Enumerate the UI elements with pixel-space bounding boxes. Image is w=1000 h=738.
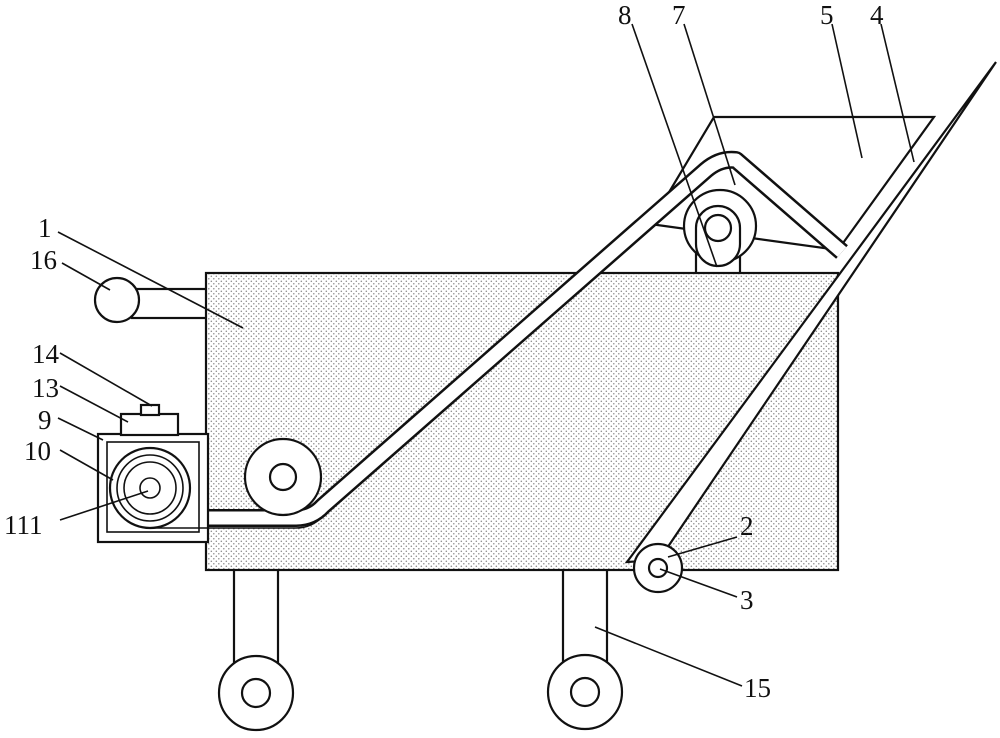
leader-lines [57, 23, 915, 687]
label-14: 14 [32, 339, 60, 369]
motor [119, 403, 180, 437]
label-111: 111 [4, 510, 43, 540]
label-10: 10 [24, 436, 51, 466]
label-16: 16 [30, 245, 57, 275]
label-5: 5 [820, 0, 834, 30]
label-1: 1 [38, 213, 52, 243]
label-9: 9 [38, 405, 52, 435]
label-2: 2 [740, 511, 754, 541]
pivot [632, 542, 684, 594]
label-3: 3 [740, 585, 754, 615]
label-4: 4 [870, 0, 884, 30]
idler-roller [243, 437, 323, 517]
top-roller [682, 188, 758, 268]
drive-pulley [108, 446, 324, 530]
label-8: 8 [618, 0, 632, 30]
part-labels: 1 16 14 13 9 10 111 8 7 5 4 2 3 15 [4, 0, 884, 703]
leg-right [546, 566, 624, 731]
inclined-belt [130, 150, 848, 527]
label-7: 7 [672, 0, 686, 30]
leg-left [217, 566, 295, 732]
label-15: 15 [744, 673, 771, 703]
handle [93, 276, 210, 324]
label-13: 13 [32, 373, 59, 403]
